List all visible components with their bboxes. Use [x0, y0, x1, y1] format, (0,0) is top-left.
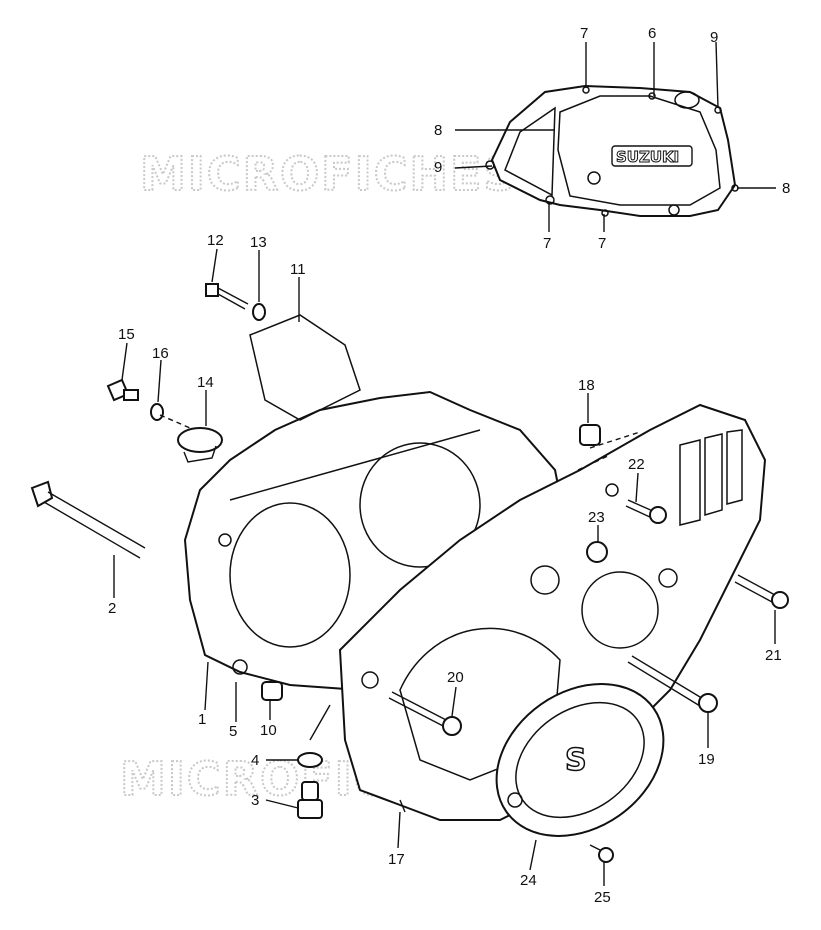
label-part-3: 3 [251, 792, 259, 809]
brand-logo-text: SUZUKI [616, 148, 679, 166]
dowel-part-18 [579, 424, 601, 446]
label-part-5: 5 [229, 723, 237, 740]
gasket-part-11 [249, 314, 361, 421]
label-part-6: 6 [648, 25, 656, 42]
label-part-4: 4 [251, 752, 259, 769]
washer-part-16 [150, 403, 164, 421]
label-part-14: 14 [197, 374, 214, 391]
bolt-part-19 [627, 655, 718, 713]
label-part-9-top: 9 [710, 29, 718, 46]
leader-lines [113, 41, 776, 886]
bolt-part-21 [734, 574, 789, 609]
label-part-24: 24 [520, 872, 537, 889]
label-part-16: 16 [152, 345, 169, 362]
label-part-11: 11 [290, 261, 306, 278]
round-cover-part-24: S [495, 683, 665, 837]
label-part-22: 22 [628, 456, 645, 473]
clutch-cover-detail: SUZUKI [485, 84, 739, 217]
label-part-21: 21 [765, 647, 782, 664]
label-part-15: 15 [118, 326, 135, 343]
part-number-labels: 7 6 9 8 9 8 7 7 12 13 11 15 16 14 18 22 … [108, 25, 790, 906]
label-part-23: 23 [588, 509, 605, 526]
label-part-7-bottom-left: 7 [543, 235, 551, 252]
label-part-8-right: 8 [782, 180, 790, 197]
label-part-10: 10 [260, 722, 277, 739]
label-part-13: 13 [250, 234, 267, 251]
bolt-part-2 [30, 480, 146, 559]
drain-plug-part-3 [297, 781, 323, 819]
label-part-7-bottom-right: 7 [598, 235, 606, 252]
label-part-25: 25 [594, 889, 611, 906]
bolt-part-22 [625, 499, 667, 524]
washer-part-13 [252, 303, 266, 321]
bolt-part-12 [205, 283, 249, 310]
label-part-8-left: 8 [434, 122, 442, 139]
bolt-part-20 [388, 691, 462, 736]
label-part-7-top: 7 [580, 25, 588, 42]
label-part-2: 2 [108, 600, 116, 617]
label-part-20: 20 [447, 669, 464, 686]
plug-part-23 [586, 541, 608, 563]
label-part-19: 19 [698, 751, 715, 768]
label-part-12: 12 [207, 232, 224, 249]
label-part-18: 18 [578, 377, 595, 394]
bolt-part-15 [106, 378, 139, 402]
washer-part-4 [297, 752, 323, 768]
screw-part-25 [589, 844, 614, 863]
label-part-17: 17 [388, 851, 405, 868]
dowel-part-10 [261, 681, 283, 701]
label-part-9-left: 9 [434, 159, 442, 176]
suzuki-s-logo-icon: S [565, 743, 587, 778]
label-part-1: 1 [198, 711, 206, 728]
plug-part-14 [177, 427, 223, 463]
